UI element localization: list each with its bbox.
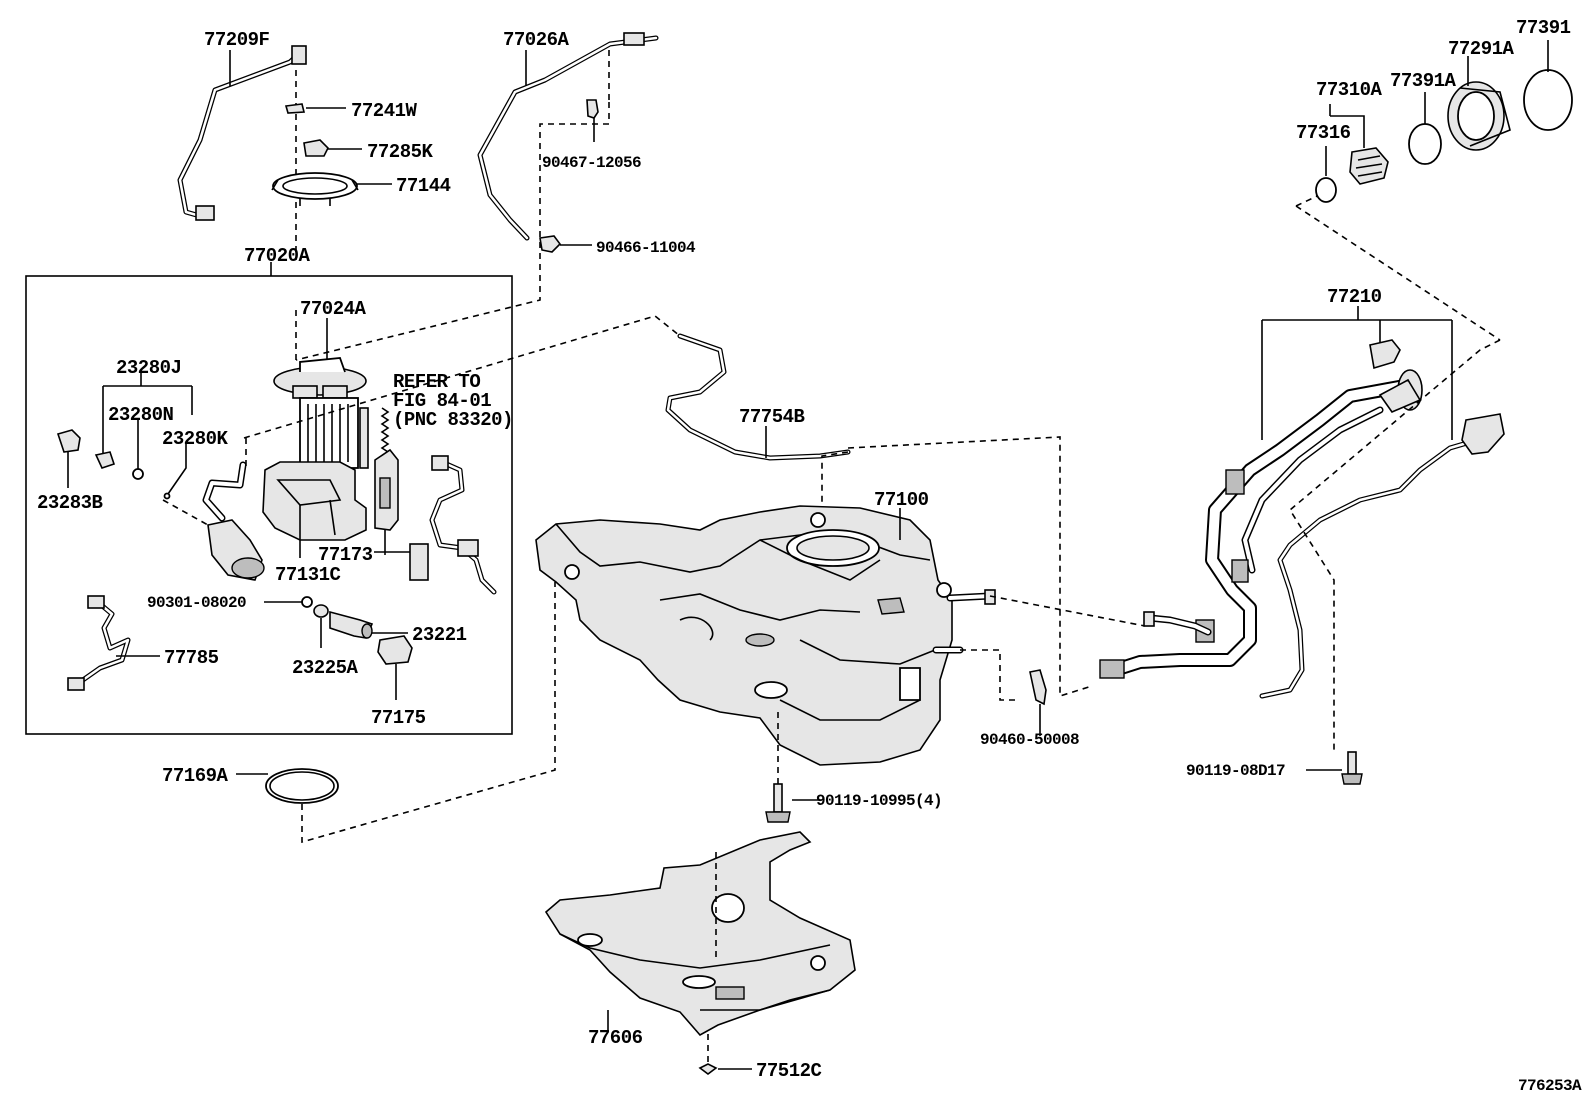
label-77175: 77175 [371,707,426,729]
label-77169A: 77169A [162,765,229,787]
label-77391A: 77391A [1390,70,1457,92]
label-77754B: 77754B [739,406,805,428]
gasket-77169A [265,768,339,804]
label-77100: 77100 [874,489,929,511]
dash-fuel-line [295,102,610,361]
clip-77512C [698,1063,718,1075]
label-23280J: 23280J [116,357,181,379]
label-23283B: 23283B [37,492,103,514]
bolt-90119-08D17 [1341,751,1363,785]
clip-77241W [284,103,306,114]
diagram-id: 776253A [1518,1077,1582,1095]
bracket-77175 [377,635,413,665]
filler-ring-77291A [1447,81,1511,151]
label-90301-08020: 90301-08020 [147,594,246,612]
refer-note-line3: (PNC 83320) [393,409,513,431]
filler-pipe-77210 [1099,339,1505,699]
label-90466-11004: 90466-11004 [596,239,696,257]
label-77606: 77606 [588,1027,643,1049]
gasket-77391 [1523,69,1573,131]
leader-23280K [167,442,187,495]
dash-gasket [301,582,556,844]
wire-harness-77785 [67,595,131,691]
pressure-regulator-part [94,451,116,469]
o-ring-90301-08020 [301,596,313,608]
gasket-77316 [1315,177,1337,203]
label-77316: 77316 [1296,122,1351,144]
clip-90460-50008 [1029,669,1047,706]
o-ring-23280N [132,468,144,480]
label-77210: 77210 [1327,286,1382,308]
refer-note-line2: FIG 84-01 [393,390,491,412]
label-77241W: 77241W [351,100,418,122]
label-77173: 77173 [318,544,373,566]
fuel-line-77026A [477,32,659,241]
label-77285K: 77285K [367,141,434,163]
label-90119-10995: 90119-10995(4) [816,792,942,810]
pump-hose [202,461,247,522]
label-23221: 23221 [412,624,467,646]
retainer-ring-77144 [271,172,359,206]
dash-vent-right [847,436,1093,698]
label-23280N: 23280N [108,404,174,426]
label-90119-08D17: 90119-08D17 [1186,762,1285,780]
label-77026A: 77026A [503,29,570,51]
clip-23283B [56,429,81,453]
o-ring-77391A [1408,123,1442,165]
label-77020A: 77020A [244,245,311,267]
label-90467-12056: 90467-12056 [542,154,641,172]
label-23225A: 23225A [292,657,359,679]
pump-bracket-77024A [273,357,369,469]
label-90460-50008: 90460-50008 [980,731,1079,749]
sub-tank-77131C [262,461,367,541]
under-cover-77606 [544,831,856,1037]
wire-harness-77209F [177,45,307,221]
label-77024A: 77024A [300,298,367,320]
pump-filter-assembly [207,519,265,581]
ring-23280K [163,492,171,500]
fuel-pump-23221 [329,610,374,639]
label-77785: 77785 [164,647,219,669]
clamp-90467-12056 [586,99,599,119]
fuel-pump-assembly-box [25,275,513,735]
sender-gauge-77173 [374,448,429,581]
connector-77285K [303,139,329,157]
bolt-90119-10995 [765,783,791,823]
label-77391: 77391 [1516,17,1571,39]
fuel-cap-77310A [1349,147,1389,185]
label-77512C: 77512C [756,1060,822,1082]
filter-23225A [313,604,329,618]
label-77291A: 77291A [1448,38,1515,60]
label-77131C: 77131C [275,564,341,586]
vent-line-77754B [665,333,851,461]
clip-90466-11004 [539,235,562,253]
label-77310A: 77310A [1316,79,1383,101]
label-77209F: 77209F [204,29,270,51]
sender-wire [429,455,497,595]
fuel-tank-77100 [535,505,996,766]
label-23280K: 23280K [162,428,229,450]
label-77144: 77144 [396,175,451,197]
